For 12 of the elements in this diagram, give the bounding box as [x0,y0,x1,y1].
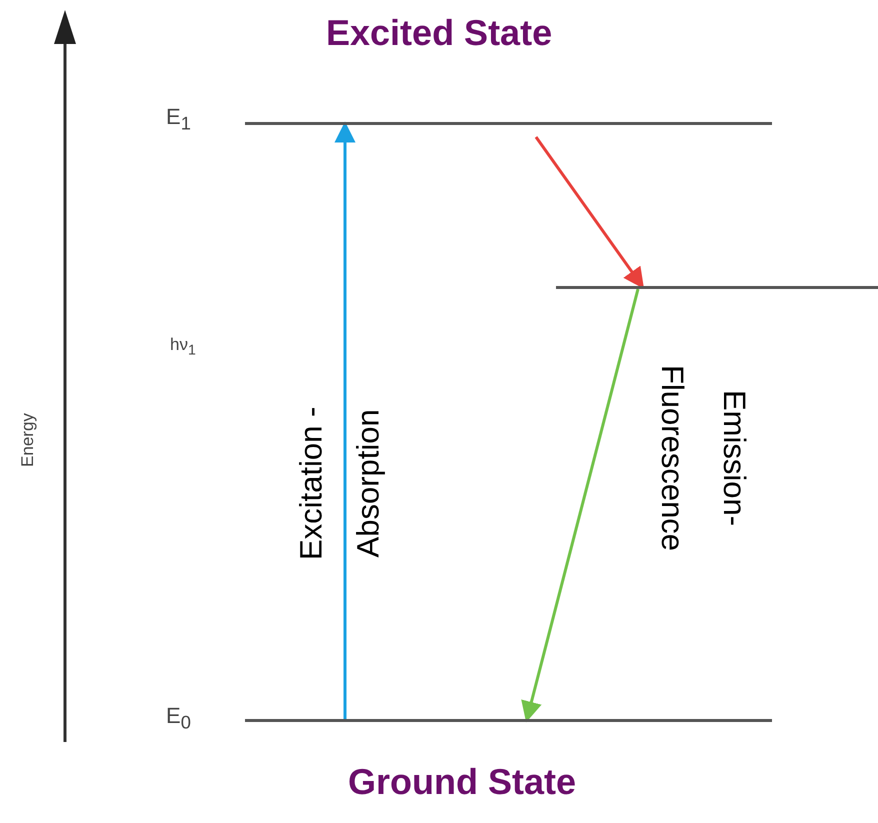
energy-level-line [556,286,878,289]
state-heading: Excited State [326,12,552,54]
photon-energy-label: hν$_{1}$ [170,335,196,358]
edge-label: Excitation - Absorption [292,405,387,562]
state-heading: Ground State [348,761,576,803]
energy-level-line [245,122,772,125]
edge-label: Emission-Fluorescence [654,364,753,554]
axis-label: Energy [18,413,38,467]
energy-level-line [245,719,772,722]
energy-level-label: E$_{0}$ [166,703,191,734]
arrow [534,136,644,289]
energy-level-label: E$_{1}$ [166,104,191,134]
